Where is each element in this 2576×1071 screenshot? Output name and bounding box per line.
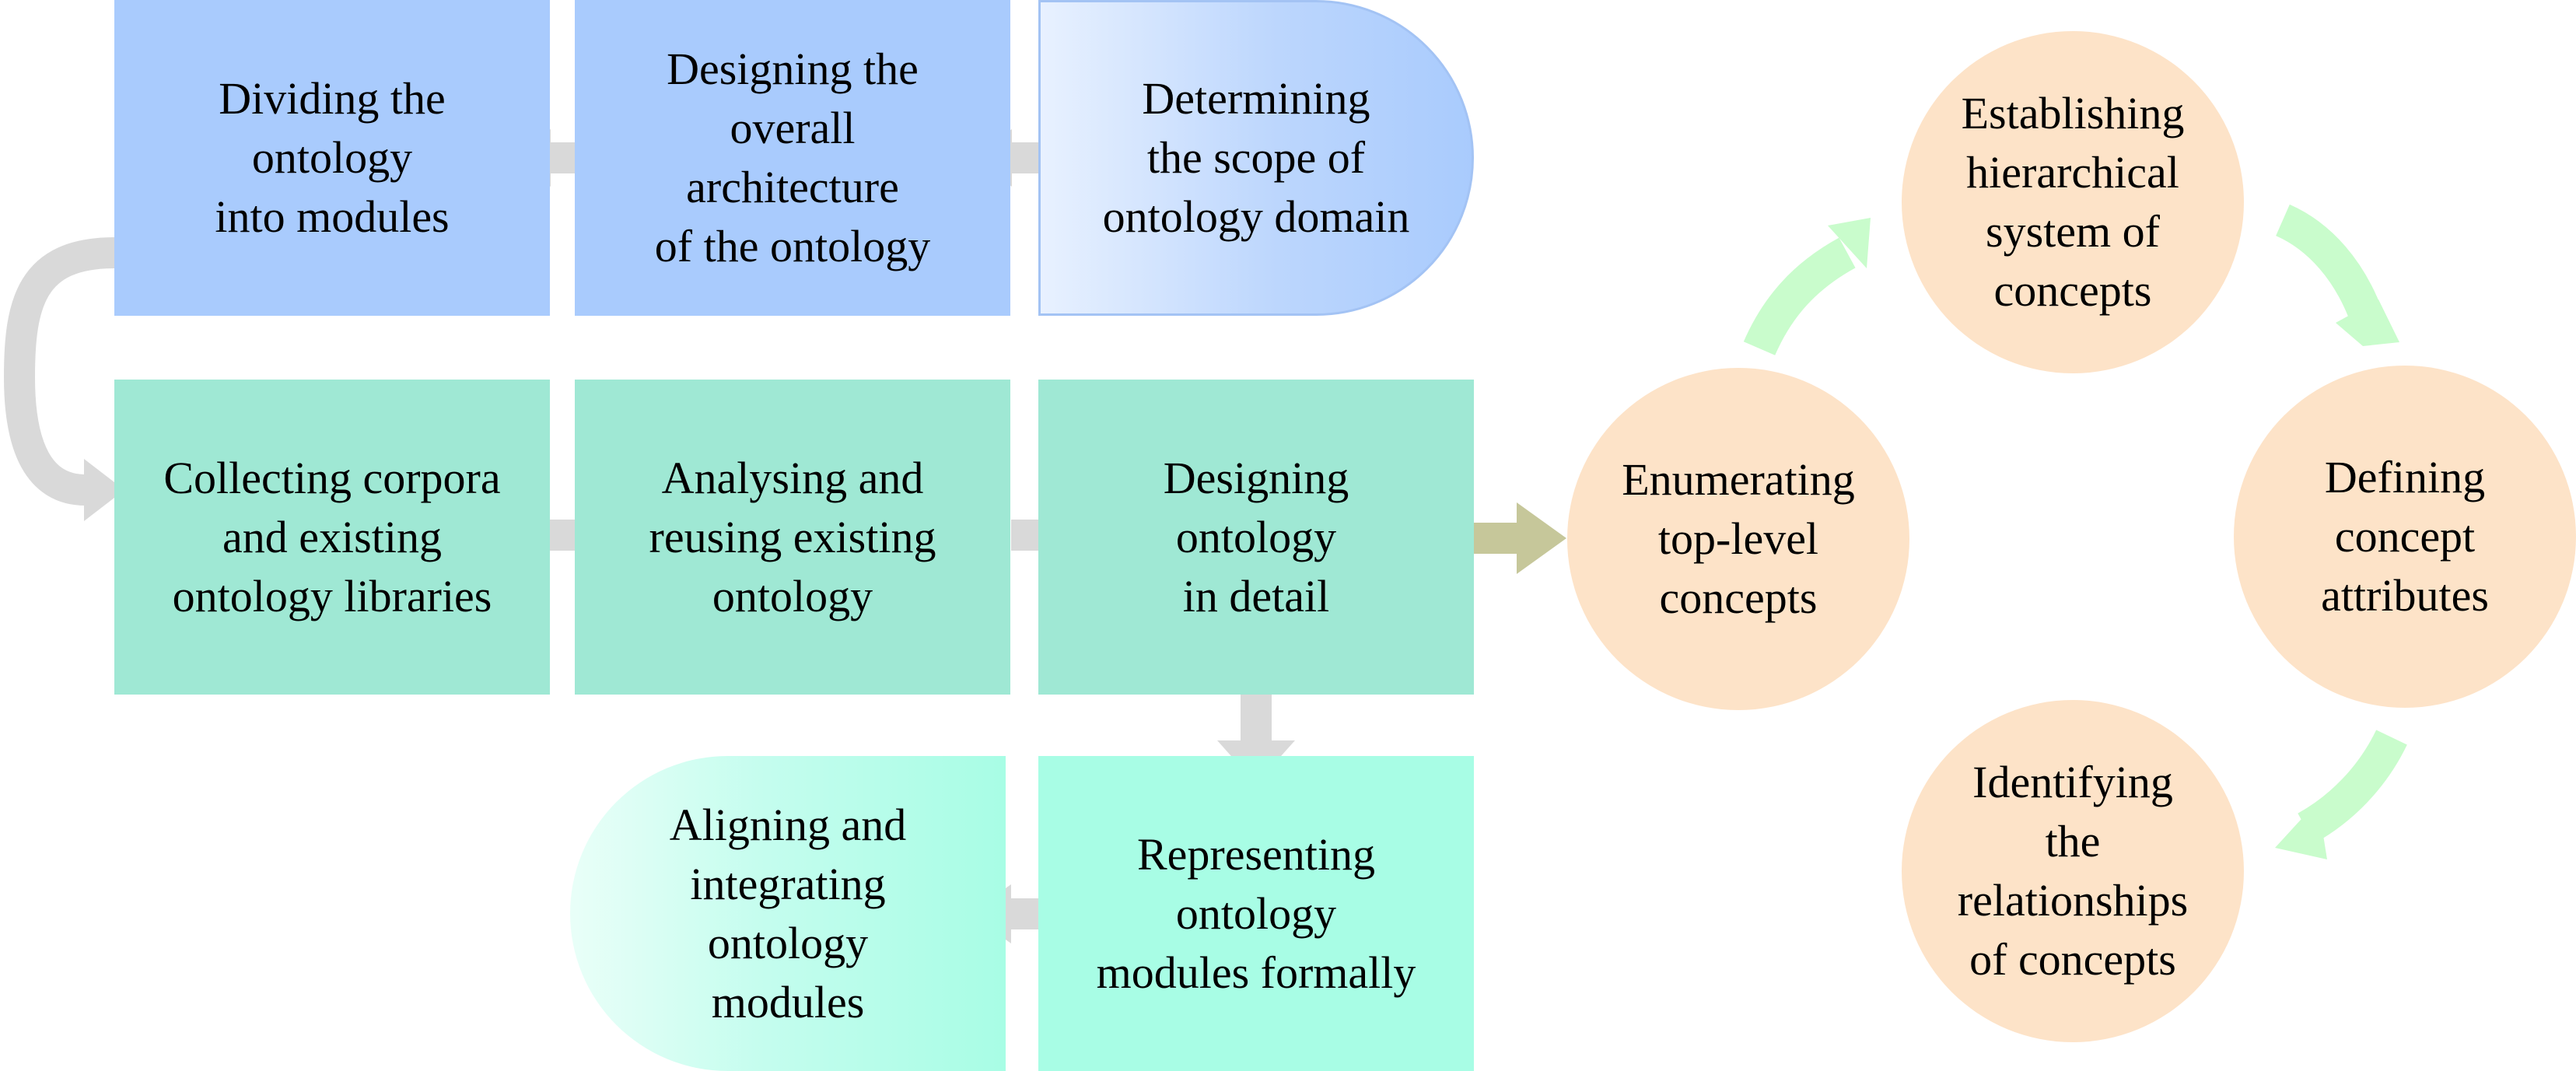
cycle-establishing-hierarchy: Establishing hierarchical system of conc… xyxy=(1902,31,2244,373)
arrow-dividing-to-collecting xyxy=(3,237,115,506)
step-designing-detail: Designing ontology in detail xyxy=(1038,380,1474,695)
step-designing-architecture: Designing the overall architecture of th… xyxy=(575,0,1010,316)
step-analysing-reusing: Analysing and reusing existing ontology xyxy=(575,380,1010,695)
step-dividing-modules: Dividing the ontology into modules xyxy=(114,0,550,316)
step-representing-formally: Representing ontology modules formally xyxy=(1038,756,1474,1071)
arrow-dividing-to-collecting-head xyxy=(84,459,124,521)
arrow-enumerating-to-establishing xyxy=(1743,237,1856,356)
arrow-detail-to-enumerating xyxy=(1472,502,1566,574)
arrow-enumerating-to-establishing-head xyxy=(1828,218,1871,268)
cycle-defining-attributes: Defining concept attributes xyxy=(2234,366,2576,708)
step-determining-scope: Determining the scope of ontology domain xyxy=(1038,0,1474,316)
step-aligning-integrating: Aligning and integrating ontology module… xyxy=(570,756,1006,1071)
arrow-establishing-to-defining-head xyxy=(2336,299,2399,346)
cycle-enumerating-concepts: Enumerating top-level concepts xyxy=(1567,368,1909,710)
step-collecting-corpora: Collecting corpora and existing ontology… xyxy=(114,380,550,695)
arrow-defining-to-identifying-head xyxy=(2275,801,2327,859)
cycle-identifying-relationships: Identifying the relationships of concept… xyxy=(1902,700,2244,1042)
arrow-establishing-to-defining xyxy=(2275,204,2381,318)
